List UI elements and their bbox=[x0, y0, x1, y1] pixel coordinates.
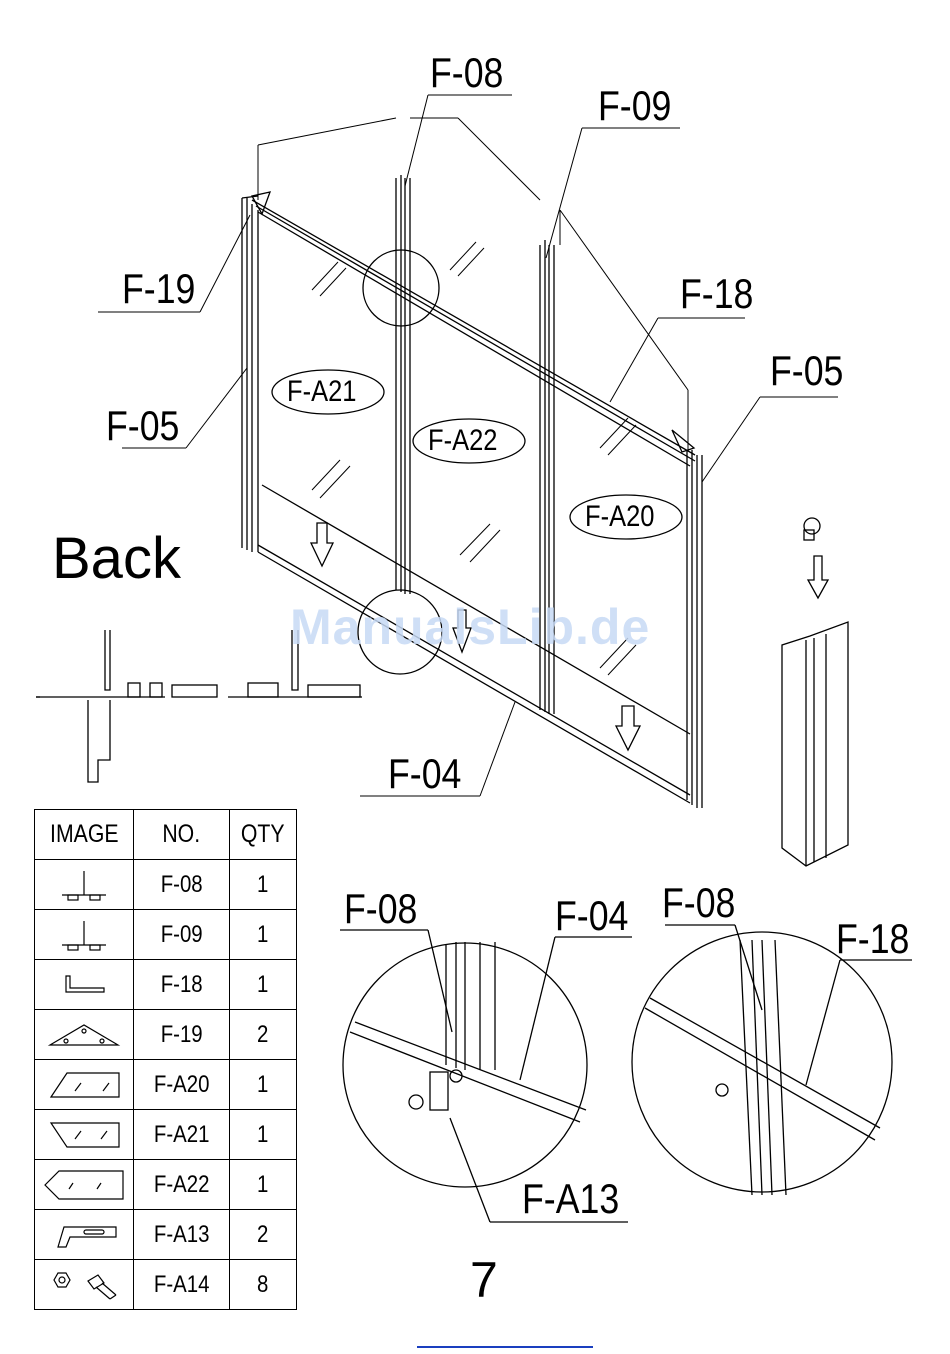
t-profile-icon bbox=[35, 910, 134, 960]
glass-panel-icon bbox=[35, 1160, 134, 1210]
part-no: F-08 bbox=[134, 860, 230, 910]
corner-bracket-icon bbox=[35, 1010, 134, 1060]
panel-label-a21: F-A21 bbox=[287, 377, 356, 407]
table-row: F-A20 1 bbox=[35, 1060, 297, 1110]
table-row: F-09 1 bbox=[35, 910, 297, 960]
part-qty: 1 bbox=[230, 910, 297, 960]
part-qty: 8 bbox=[230, 1260, 297, 1310]
header-qty: QTY bbox=[230, 810, 297, 860]
glass-panel-icon bbox=[35, 1060, 134, 1110]
table-row: F-08 1 bbox=[35, 860, 297, 910]
watermark: ManualsLib.de bbox=[290, 598, 650, 656]
table-row: F-A14 8 bbox=[35, 1260, 297, 1310]
t-profile-icon bbox=[35, 860, 134, 910]
detail-callout-f18: F-18 bbox=[836, 918, 909, 960]
part-qty: 1 bbox=[230, 1160, 297, 1210]
part-no: F-A21 bbox=[134, 1110, 230, 1160]
nut-bolt-icon bbox=[35, 1260, 134, 1310]
part-no: F-A13 bbox=[134, 1210, 230, 1260]
part-qty: 1 bbox=[230, 1060, 297, 1110]
table-row: F-19 2 bbox=[35, 1010, 297, 1060]
panel-label-a20: F-A20 bbox=[585, 502, 654, 532]
detail-callout-f08-right: F-08 bbox=[662, 882, 735, 924]
part-qty: 1 bbox=[230, 1110, 297, 1160]
part-no: F-A20 bbox=[134, 1060, 230, 1110]
table-row: F-18 1 bbox=[35, 960, 297, 1010]
part-no: F-A22 bbox=[134, 1160, 230, 1210]
back-label: Back bbox=[52, 530, 181, 588]
part-qty: 1 bbox=[230, 960, 297, 1010]
header-image: IMAGE bbox=[35, 810, 134, 860]
page-number: 7 bbox=[470, 1255, 498, 1305]
parts-table: IMAGE NO. QTY F-08 1 F-09 1 F-18 1 bbox=[34, 809, 297, 1310]
detail-callout-fa13: F-A13 bbox=[522, 1178, 619, 1220]
l-bar-icon bbox=[35, 960, 134, 1010]
part-no: F-18 bbox=[134, 960, 230, 1010]
part-qty: 2 bbox=[230, 1210, 297, 1260]
table-row: F-A22 1 bbox=[35, 1160, 297, 1210]
clip-icon bbox=[35, 1210, 134, 1260]
footer-link-underline[interactable] bbox=[417, 1346, 593, 1348]
table-header-row: IMAGE NO. QTY bbox=[35, 810, 297, 860]
detail-callout-f08-left: F-08 bbox=[344, 888, 417, 930]
table-row: F-A13 2 bbox=[35, 1210, 297, 1260]
part-no: F-A14 bbox=[134, 1260, 230, 1310]
detail-callout-f04: F-04 bbox=[555, 895, 628, 937]
panel-label-a22: F-A22 bbox=[428, 426, 497, 456]
part-no: F-19 bbox=[134, 1010, 230, 1060]
table-row: F-A21 1 bbox=[35, 1110, 297, 1160]
glass-panel-icon bbox=[35, 1110, 134, 1160]
part-qty: 1 bbox=[230, 860, 297, 910]
header-no: NO. bbox=[134, 810, 230, 860]
part-qty: 2 bbox=[230, 1010, 297, 1060]
part-no: F-09 bbox=[134, 910, 230, 960]
